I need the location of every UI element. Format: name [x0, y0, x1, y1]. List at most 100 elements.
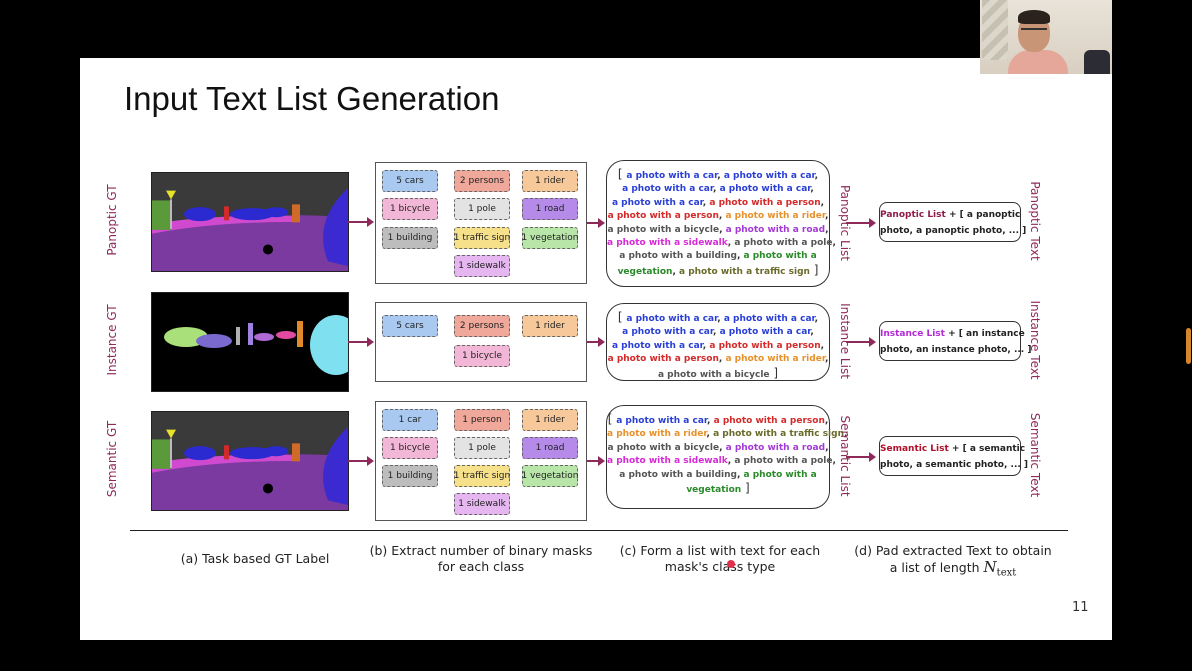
- caption-c: (c) Form a list with text for each mask'…: [612, 543, 828, 575]
- presenter-shirt: [1008, 50, 1068, 74]
- scene-car-1: [184, 446, 216, 461]
- text-list-seg-panoptic-5-1: ,: [727, 238, 735, 249]
- mask-chip-semantic-5: 1 road: [522, 437, 578, 459]
- scene-car-2: [230, 208, 274, 221]
- gt-image-instance: [151, 292, 349, 392]
- arrow-gt-to-masks-semantic: [348, 456, 374, 466]
- text-list-seg-semantic-0-3: a photo with a person: [713, 416, 825, 426]
- presenter-glasses: [1021, 28, 1047, 36]
- text-list-seg-semantic-2-3: ,: [825, 442, 829, 453]
- text-list-line-semantic-1: a photo with a rider, a photo with a tra…: [607, 428, 847, 441]
- text-list-seg-panoptic-1-2: a photo with a car: [719, 184, 811, 195]
- arrow-masks-to-list-instance: [587, 337, 605, 347]
- text-list-line-semantic-0: [ a photo with a car, a photo with a per…: [607, 412, 829, 428]
- text-list-line-panoptic-3: a photo with a person, a photo with a ri…: [607, 210, 829, 223]
- text-list-seg-panoptic-0-2: ,: [717, 171, 724, 181]
- text-list-box-panoptic: [ a photo with a car, a photo with a car…: [606, 160, 836, 287]
- mask-chip-panoptic-2: 1 rider: [522, 170, 578, 192]
- text-list-seg-instance-2-1: ,: [702, 340, 710, 351]
- text-list-seg-panoptic-3-1: ,: [718, 211, 726, 222]
- scene-traffic-sign: [166, 429, 176, 439]
- mask-chip-panoptic-4: 1 pole: [454, 198, 510, 220]
- text-list-seg-instance-3-3: ,: [824, 354, 829, 365]
- caption-d-line2-text: a list of length: [889, 560, 980, 575]
- text-list-seg-panoptic-6-0: a photo with a building: [619, 251, 737, 262]
- instance-rider: [297, 321, 303, 347]
- text-list-line-instance-2: a photo with a car, a photo with a perso…: [607, 340, 829, 353]
- divider-line: [130, 530, 1068, 531]
- padded-text-line1-semantic: Semantic List + [ a semantic: [880, 441, 1025, 457]
- scene-car-1: [184, 207, 216, 222]
- caption-d: (d) Pad extracted Text to obtain a list …: [848, 543, 1058, 582]
- text-list-seg-panoptic-6-1: ,: [736, 251, 744, 262]
- scene-car-3: [264, 207, 288, 218]
- scene-pole: [170, 438, 172, 468]
- text-list-seg-panoptic-3-0: a photo with a person: [607, 211, 719, 222]
- text-list-line-panoptic-0: [ a photo with a car, a photo with a car…: [607, 167, 829, 183]
- text-list-seg-instance-1-2: a photo with a car: [719, 327, 811, 338]
- text-list-seg-instance-3-1: ,: [718, 354, 726, 365]
- text-list-seg-panoptic-1-3: ,: [810, 184, 814, 195]
- text-list-line-panoptic-5: a photo with a sidewalk, a photo with a …: [607, 237, 836, 250]
- row-semantic-text-label: Semantic Text: [1028, 412, 1042, 498]
- mask-chip-semantic-4: 1 pole: [454, 437, 510, 459]
- padded-text-rest-instance: + [ an instance: [948, 329, 1025, 339]
- text-list-line-panoptic-2: a photo with a car, a photo with a perso…: [607, 197, 829, 210]
- text-list-seg-panoptic-7-3: ]: [809, 262, 819, 277]
- scene-ego-dot: [263, 483, 273, 494]
- mask-box-instance: [375, 302, 587, 382]
- text-list-box-semantic: [ a photo with a car, a photo with a per…: [606, 405, 847, 509]
- text-list-line-panoptic-6: a photo with a building, a photo with a: [607, 250, 829, 263]
- mask-chip-panoptic-8: 1 vegetation: [522, 227, 579, 249]
- text-list-seg-instance-2-0: a photo with a car: [611, 340, 703, 351]
- text-list-seg-panoptic-5-0: a photo with a sidewalk: [607, 238, 728, 249]
- scroll-handle[interactable]: [1186, 328, 1191, 364]
- text-list-seg-semantic-0-0: [: [607, 412, 617, 426]
- text-list-seg-panoptic-3-2: a photo with a rider: [725, 211, 825, 222]
- text-list-seg-instance-0-1: a photo with a car: [626, 314, 718, 324]
- text-list-seg-semantic-2-0: a photo with a bicycle: [607, 442, 720, 453]
- gt-scene-drawing: [152, 293, 348, 391]
- scene-road: [152, 454, 348, 510]
- text-list-line-semantic-2: a photo with a bicycle, a photo with a r…: [607, 442, 829, 455]
- text-list-seg-instance-1-1: ,: [713, 327, 720, 338]
- text-list-seg-panoptic-1-1: ,: [713, 184, 720, 195]
- text-list-line-semantic-5: vegetation ]: [607, 481, 829, 497]
- arrow-masks-to-list-panoptic: [587, 218, 605, 228]
- arrow-list-to-text-semantic: [846, 452, 876, 462]
- instance-car-5: [310, 315, 348, 375]
- mask-chip-semantic-2: 1 rider: [522, 409, 578, 431]
- text-list-seg-panoptic-2-2: a photo with a person: [709, 197, 821, 208]
- row-instance-text-label: Instance Text: [1028, 300, 1042, 380]
- caption-d-line1: (d) Pad extracted Text to obtain: [854, 543, 1052, 558]
- text-list-line-panoptic-4: a photo with a bicycle, a photo with a r…: [607, 224, 829, 237]
- mask-chip-panoptic-7: 1 traffic sign: [454, 227, 510, 249]
- scene-car-3: [264, 446, 288, 457]
- caption-a: (a) Task based GT Label: [160, 551, 350, 567]
- instance-car-3: [254, 333, 274, 341]
- text-list-seg-panoptic-4-1: ,: [719, 224, 726, 235]
- text-list-seg-semantic-2-1: ,: [719, 442, 726, 453]
- mask-chip-panoptic-5: 1 road: [522, 198, 578, 220]
- text-list-seg-semantic-3-0: a photo with a sidewalk: [607, 456, 728, 467]
- mask-chip-instance-2: 1 rider: [522, 315, 578, 337]
- mask-chip-semantic-7: 1 traffic sign: [454, 465, 510, 487]
- mask-chip-instance-1: 2 persons: [454, 315, 510, 337]
- padded-text-label-semantic: Semantic List: [880, 444, 952, 454]
- arrow-list-to-text-instance: [846, 337, 876, 347]
- scene-rider: [292, 443, 300, 462]
- text-list-seg-semantic-1-1: ,: [706, 429, 714, 440]
- text-list-seg-panoptic-7-0: vegetation: [617, 266, 673, 277]
- text-list-seg-semantic-5-1: ]: [741, 481, 750, 496]
- mask-chip-instance-0: 5 cars: [382, 315, 438, 337]
- text-list-seg-panoptic-2-3: ,: [820, 197, 825, 208]
- gt-image-semantic: [151, 411, 349, 511]
- text-list-seg-panoptic-5-2: a photo with a pole: [734, 238, 833, 249]
- caption-b: (b) Extract number of binary masks for e…: [365, 543, 597, 575]
- caption-d-symbol: N: [983, 558, 997, 576]
- mask-chip-panoptic-6: 1 building: [382, 227, 438, 249]
- text-list-seg-instance-4-1: ]: [769, 365, 779, 380]
- padded-text-rest-panoptic: + [ a panoptic: [948, 210, 1021, 220]
- text-list-seg-instance-4-0: a photo with a bicycle: [657, 369, 770, 380]
- text-list-seg-semantic-4-1: ,: [736, 469, 744, 480]
